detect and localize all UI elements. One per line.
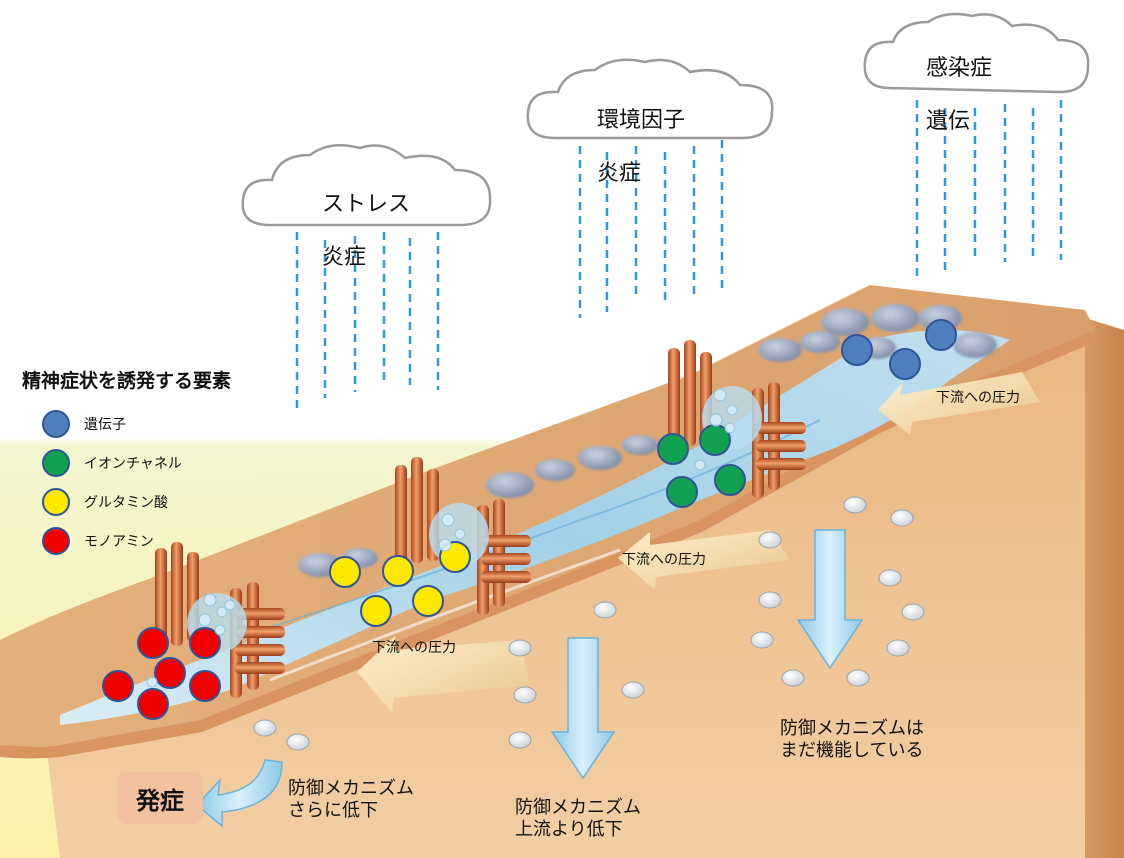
glutamate-marker [382, 555, 414, 587]
legend-label: 遺伝子 [84, 417, 126, 433]
monoamine-marker [102, 670, 134, 702]
defense-below-upstream-label: 防御メカニズム 上流より低下 [515, 797, 641, 840]
cloud-infection [863, 12, 1090, 94]
defense-still-working-label: 防御メカニズムは まだ機能している [780, 718, 924, 761]
monoamine-marker [189, 670, 221, 702]
onset-label: 発症 [117, 772, 203, 824]
glutamate-marker [412, 585, 444, 617]
cloud-label-line: 炎症 [322, 245, 367, 271]
glutamate-marker-icon [42, 488, 70, 516]
gene-marker-icon [42, 410, 70, 438]
cloud-label-line: 遺伝 [926, 109, 971, 135]
pressure-label-upper: 下流への圧力 [936, 390, 1020, 406]
monoamine-marker [154, 657, 186, 689]
monoamine-marker [137, 688, 169, 720]
defense-further-down-label: 防御メカニズム さらに低下 [288, 778, 414, 821]
gene-marker [889, 348, 921, 380]
cloud-label-line: 感染症 [926, 56, 993, 82]
legend-item-gene: 遺伝子 [42, 408, 126, 440]
legend-label: グルタミン酸 [84, 495, 168, 511]
legend-label: モノアミン [84, 534, 154, 550]
legend-item-glutamate: グルタミン酸 [42, 486, 168, 518]
cloud-label-infection: 感染症 遺伝 [926, 30, 992, 162]
cloud-environment [526, 58, 774, 140]
legend-item-ion-channel: イオンチャネル [42, 447, 182, 479]
cloud-stress [241, 143, 492, 227]
cloud-label-line: 炎症 [597, 161, 642, 187]
cloud-label-environment: 環境因子 炎症 [597, 82, 685, 214]
cloud-label-stress: ストレス 炎症 [322, 166, 410, 298]
monoamine-marker [189, 627, 221, 659]
legend-title: 精神症状を誘発する要素 [22, 370, 232, 392]
cloud-label-line: 環境因子 [597, 108, 686, 134]
gene-marker [925, 319, 957, 351]
gene-marker [841, 334, 873, 366]
cloud-label-line: ストレス [322, 192, 411, 218]
pressure-label-middle: 下流への圧力 [622, 552, 706, 568]
ion-channel-marker [666, 476, 698, 508]
monoamine-marker-icon [42, 527, 70, 555]
pressure-label-lower: 下流への圧力 [372, 640, 456, 656]
ion-channel-marker-icon [42, 449, 70, 477]
ion-channel-marker [657, 433, 689, 465]
monoamine-marker [137, 627, 169, 659]
ion-channel-marker [714, 464, 746, 496]
legend-item-monoamine: モノアミン [42, 525, 154, 557]
glutamate-marker [360, 595, 392, 627]
legend-label: イオンチャネル [84, 456, 182, 472]
glutamate-marker [329, 556, 361, 588]
